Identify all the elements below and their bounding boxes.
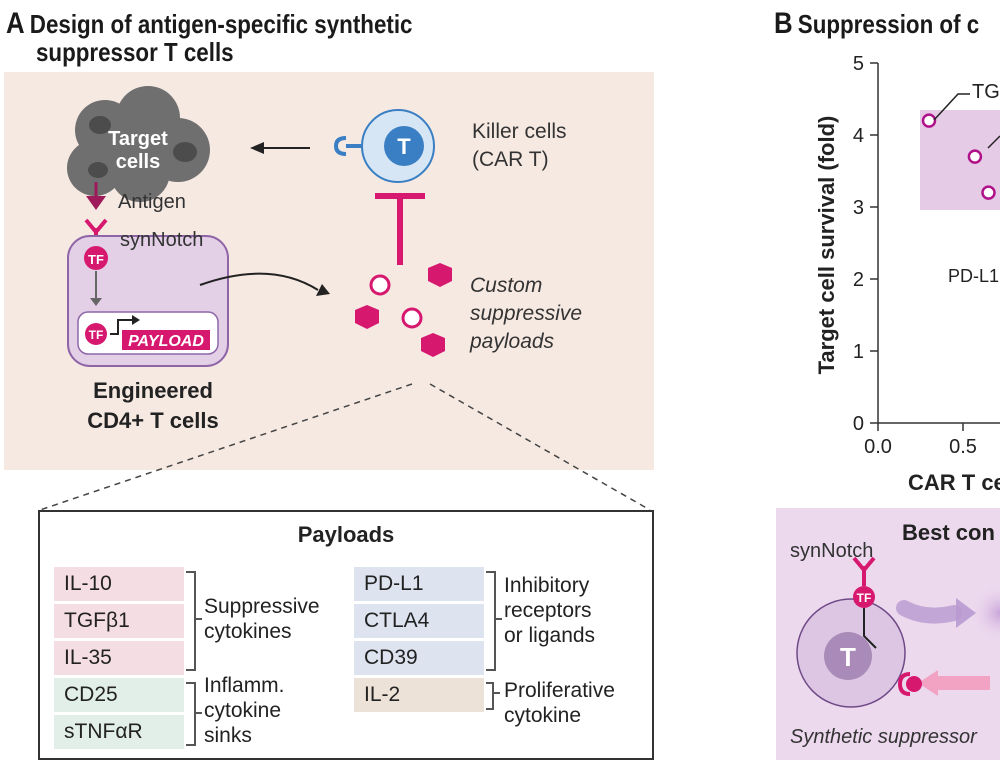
y-tick-label-5: 5 [853,53,864,75]
sinks-line: Inflamm. cytokine sinks [204,674,285,747]
inhibitory-bracket [486,571,496,671]
x-axis-label: CAR T ce [908,470,1000,495]
data-point-0 [921,113,937,128]
suppressive-tick [194,618,202,620]
custom-line3: payloads [470,330,555,353]
killer-cells-line2: (CAR T) [472,148,549,171]
inhibitory-tick [494,618,502,620]
y-tick-label-0: 0 [853,413,864,435]
antigen-label: Antigen [118,191,186,213]
best-synnotch-label: synNotch [790,540,874,562]
payload-cd25: CD25 [54,678,184,712]
payload-il10: IL-10 [54,567,184,601]
annotation-pdl1: PD-L1 [948,266,999,286]
engineered-label-line1: Engineered [93,378,213,403]
payload-stnfar: sTNFαR [54,715,184,749]
killer-cells-label: Killer cells (CAR T) [472,118,567,174]
panel-b-letter: B [774,7,793,40]
synnotch-label: synNotch [120,229,204,251]
svg-text:TF: TF [88,252,104,267]
killer-cells-line1: Killer cells [472,120,567,143]
svg-text:T: T [397,134,411,159]
car-receptor-icon [333,136,347,156]
y-tick-label-4: 4 [853,125,864,147]
payload-pdl1: PD-L1 [354,567,484,601]
car-receptor-small [897,672,911,696]
kill-arrow-head [250,142,264,154]
release-arrow-head [316,284,330,296]
engineered-label-line2: CD4+ T cells [87,408,219,433]
best-conditions-title: Best con [902,520,995,545]
data-point-2 [981,185,996,200]
custom-line2: suppressive [470,302,583,325]
target-cells-label-2: cells [116,151,160,173]
svg-text:T: T [840,642,856,672]
payload-ctla4: CTLA4 [354,604,484,638]
panel-b-title-text: Suppression of c [797,9,980,39]
proliferative-tick [492,692,500,694]
custom-payloads-label: Custom suppressive payloads [470,272,582,356]
y-tick-label-2: 2 [853,269,864,291]
payload-il2: IL-2 [354,678,484,712]
panel-a-title-line1: Design of antigen-specific synthetic [29,9,413,39]
proliferative-label: Proliferative cytokine [504,678,615,728]
panel-a-title-line2: suppressor T cells [36,37,234,67]
svg-text:PAYLOAD: PAYLOAD [128,333,204,350]
proliferative-line: Proliferative cytokine [504,679,615,727]
survival-chart: 0 1 2 3 4 5 0.0 0.5 Target cell survival (fold… [814,53,1000,495]
payloads-title: Payloads [297,522,395,547]
sinks-tick [194,712,202,714]
suppressive-label: Suppressive cytokines [204,594,320,644]
data-point-1 [967,149,983,164]
payload-cd39: CD39 [354,641,484,675]
synthetic-suppressor-caption: Synthetic suppressor [790,726,977,748]
payload-tgfb1: TGFβ1 [54,604,184,638]
inhibitory-line: Inhibitory receptors or ligands [504,574,596,647]
engineered-label: Engineered CD4+ T cells [78,376,228,436]
svg-text:TF: TF [857,591,872,605]
design-diagram: Target cells T TF TF PAYLOAD [39,86,651,511]
x-tick-label-1: 0.5 [949,436,977,458]
inhibitory-label: Inhibitory receptors or ligands [504,573,595,648]
y-axis-label: Target cell survival (fold) [814,116,839,375]
x-tick-label-0: 0.0 [864,436,892,458]
proliferative-bracket [486,682,494,710]
synthetic-suppressor-icon: T TF [796,556,1000,708]
target-cells-label-1: Target [108,128,168,150]
y-tick-label-1: 1 [853,341,864,363]
panel-a-letter: A [6,7,25,40]
custom-line1: Custom [470,274,543,297]
suppressive-bracket [186,571,196,671]
suppressive-line: Suppressive cytokines [204,595,320,643]
payload-il35: IL-35 [54,641,184,675]
svg-text:TF: TF [89,328,104,342]
annotation-tgf: TG [972,81,1000,103]
target-cells-icon [67,86,210,202]
y-tick-label-3: 3 [853,197,864,219]
payload-box [122,330,210,350]
sinks-bracket [186,682,196,746]
sinks-label: Inflamm. cytokine sinks [204,673,285,748]
antigen-icon [86,196,106,210]
